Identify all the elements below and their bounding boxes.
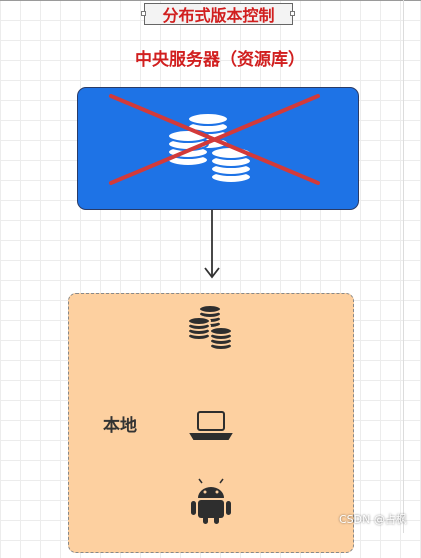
selection-handle-right[interactable] xyxy=(290,11,295,16)
android-icon xyxy=(191,478,231,524)
top-edge-line xyxy=(0,0,421,1)
laptop-icon xyxy=(189,411,233,440)
down-arrow-server-to-local xyxy=(204,210,220,279)
canvas-right-rule xyxy=(403,0,404,533)
watermark: CSDN @占枫 xyxy=(339,513,407,526)
server-label: 中央服务器（资源库） xyxy=(135,50,305,70)
cross-out-mark xyxy=(109,94,320,185)
local-box[interactable] xyxy=(68,293,354,553)
selection-handle-left[interactable] xyxy=(141,11,146,16)
diagram-title[interactable]: 分布式版本控制 xyxy=(144,3,293,25)
central-server-box[interactable] xyxy=(77,87,359,210)
coins-stack-icon xyxy=(187,304,233,351)
local-svg xyxy=(187,304,233,524)
local-label: 本地 xyxy=(103,416,137,436)
server-svg xyxy=(109,94,320,185)
